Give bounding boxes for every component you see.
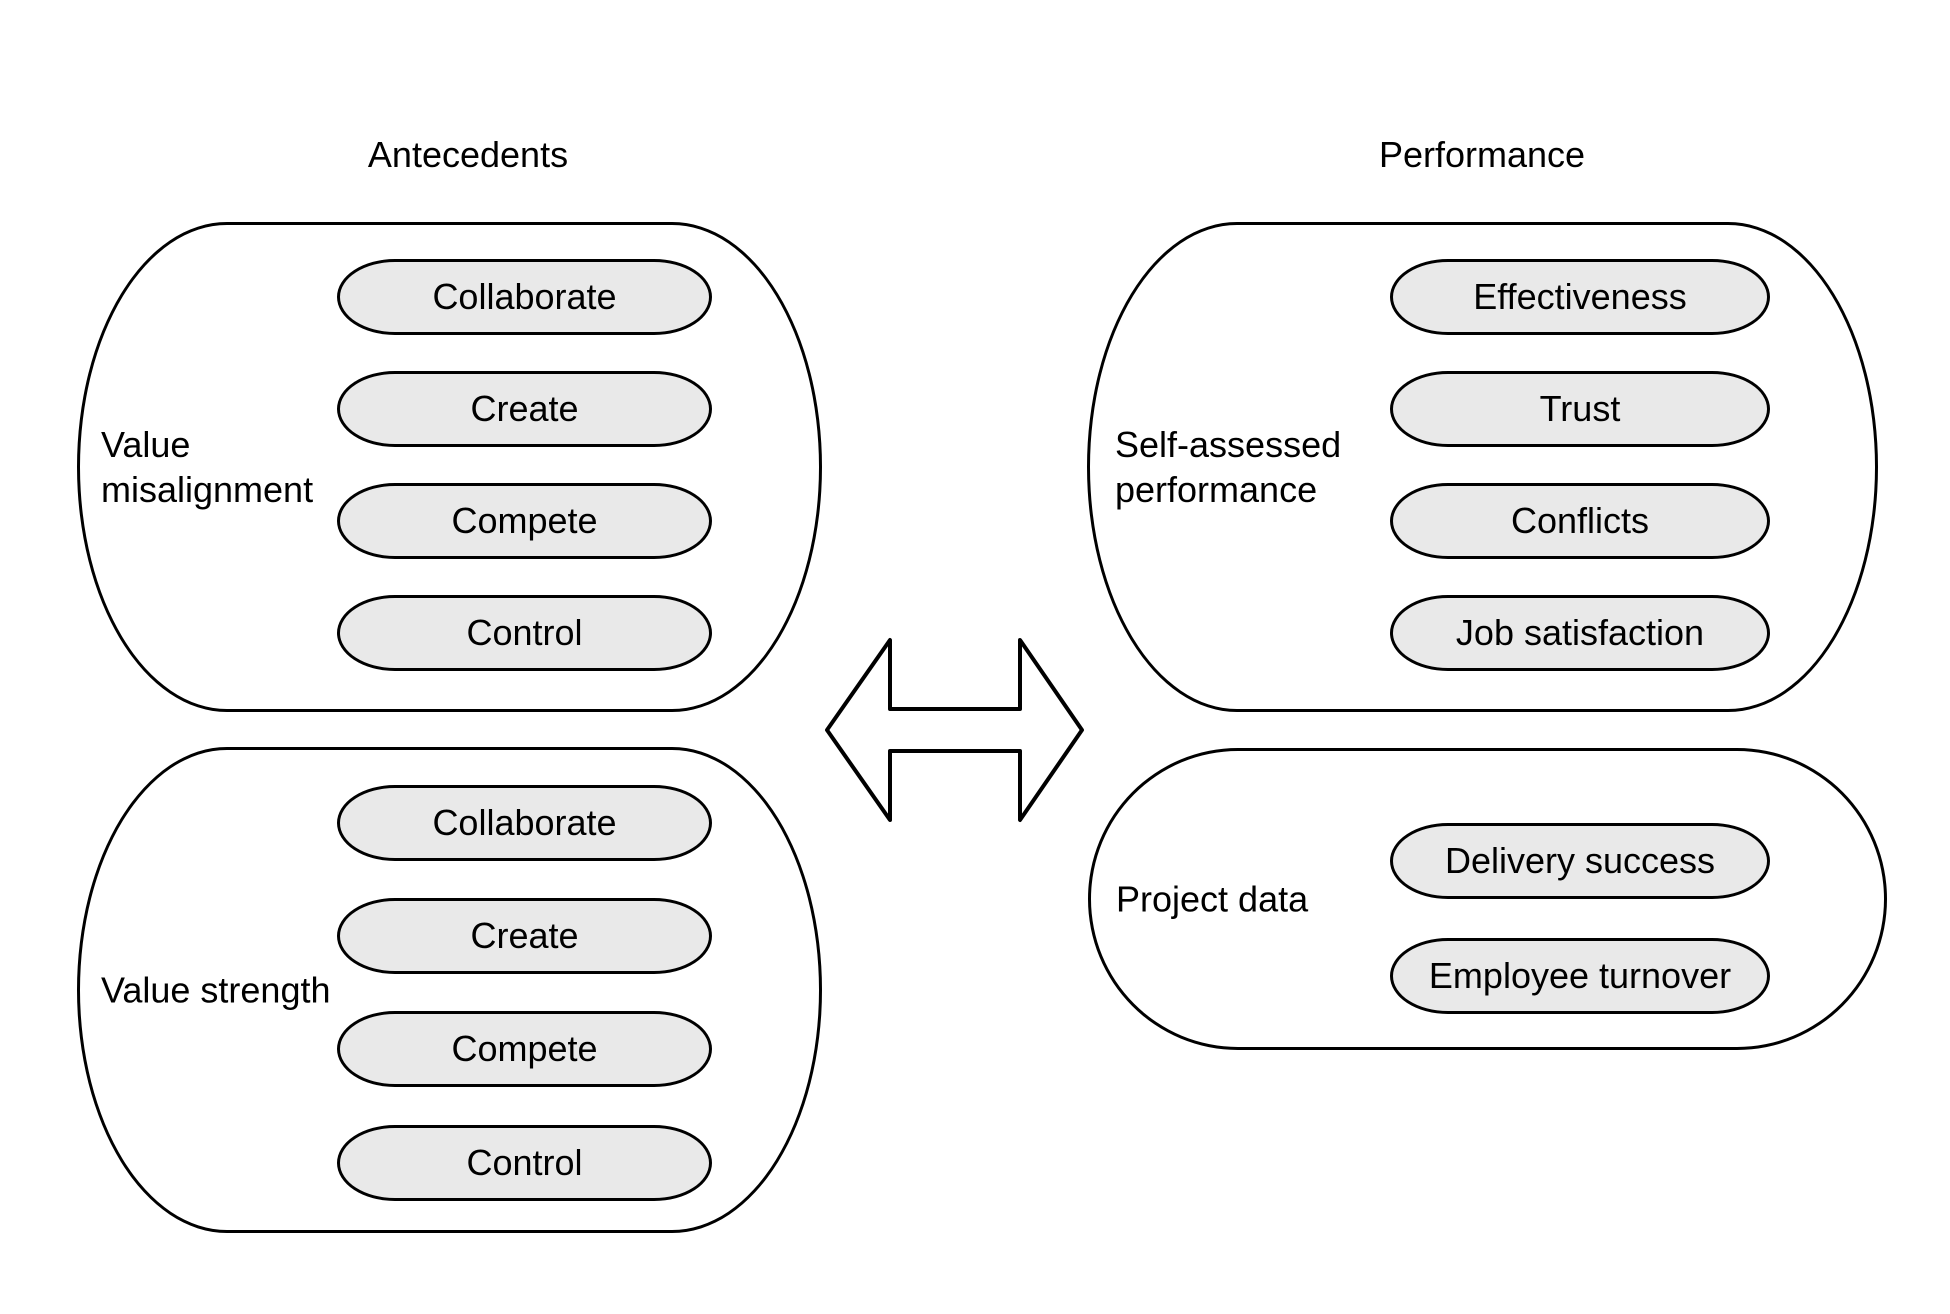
pill-conflicts: Conflicts bbox=[1390, 483, 1770, 559]
double-headed-arrow-icon bbox=[825, 638, 1084, 822]
group-project-data: Project data Delivery success Employee t… bbox=[1088, 748, 1887, 1050]
pill-control: Control bbox=[337, 595, 712, 671]
column-heading-performance: Performance bbox=[1378, 134, 1586, 175]
group-label-project-data: Project data bbox=[1116, 878, 1309, 920]
group-label-value-misalignment: Value misalignment bbox=[101, 424, 314, 510]
pill-control: Control bbox=[337, 1125, 712, 1201]
pill-compete: Compete bbox=[337, 483, 712, 559]
pill-collaborate: Collaborate bbox=[337, 785, 712, 861]
pill-collaborate: Collaborate bbox=[337, 259, 712, 335]
pill-trust: Trust bbox=[1390, 371, 1770, 447]
group-self-assessed-performance: Self-assessed performance Effectiveness … bbox=[1087, 222, 1878, 712]
pill-compete: Compete bbox=[337, 1011, 712, 1087]
pill-job-satisfaction: Job satisfaction bbox=[1390, 595, 1770, 671]
group-label-value-strength: Value strength bbox=[101, 969, 331, 1011]
group-value-strength: Value strength Collaborate Create Compet… bbox=[77, 747, 822, 1233]
pill-create: Create bbox=[337, 898, 712, 974]
pill-effectiveness: Effectiveness bbox=[1390, 259, 1770, 335]
pill-employee-turnover: Employee turnover bbox=[1390, 938, 1770, 1014]
pill-delivery-success: Delivery success bbox=[1390, 823, 1770, 899]
group-value-misalignment: Value misalignment Collaborate Create Co… bbox=[77, 222, 822, 712]
group-label-self-assessed-performance: Self-assessed performance bbox=[1115, 424, 1342, 510]
pill-create: Create bbox=[337, 371, 712, 447]
column-heading-antecedents: Antecedents bbox=[367, 134, 569, 175]
